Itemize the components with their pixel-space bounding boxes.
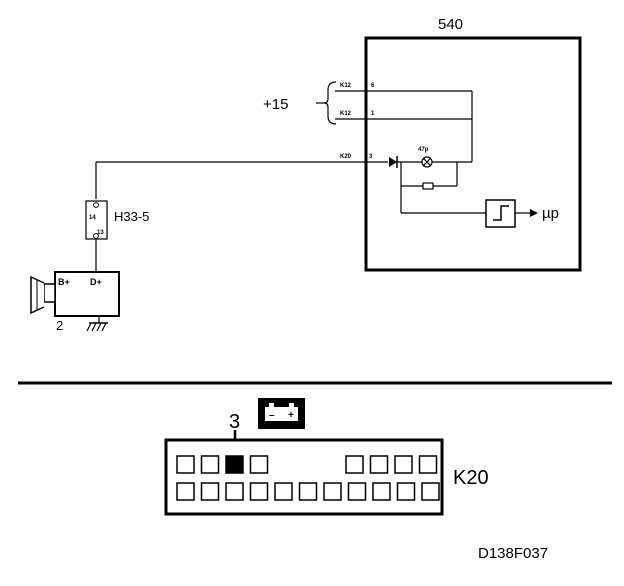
lamp-label: 47p [418,147,429,153]
connector-bottom-pin: 13 [97,230,104,236]
connector-cavity [347,482,367,501]
svg-text:+: + [288,410,294,421]
output-label: µp [542,205,559,222]
connector-cavity [421,482,440,501]
alternator-b-plus: B+ [58,277,70,287]
connector-cavity [345,455,364,474]
connector-cavity [418,455,438,474]
connector-top-pin: 14 [89,215,96,221]
control-module-box [364,36,582,272]
connector-cavity [225,482,244,501]
connector-cavity [274,482,293,501]
output-arrow-icon [530,209,538,217]
ground-icon [86,316,108,332]
resistor-icon [422,182,434,190]
wire-label-k12-a: K12 [340,83,352,89]
connector-h33-5-label: H33-5 [114,209,149,224]
connector-cavity [394,455,413,474]
alternator-label: 2 [56,318,63,333]
pin-label-3: 3 [369,154,373,160]
connector-k20-label: K20 [453,467,489,489]
svg-text:–: – [269,410,275,421]
highlight-pin-label: 3 [229,411,240,433]
pin-label-1: 1 [371,111,375,117]
supply-brace [323,81,337,125]
wire-label-k20: K20 [340,154,352,160]
connector-cavity [249,482,269,501]
connector-cavity [323,482,342,501]
battery-icon: – + [258,398,305,429]
pin-label-6: 6 [371,83,375,89]
connector-cavity-highlighted [225,455,244,474]
schmitt-trigger-icon [493,205,509,221]
connector-cavities [176,455,440,501]
connector-cavity [200,455,220,474]
connector-cavity [372,482,391,501]
pulley-icon [30,275,56,315]
connector-cavity [249,455,269,474]
control-module-label: 540 [438,16,463,33]
connector-top-terminal [93,202,99,208]
connector-cavity [298,482,318,501]
connector-cavity [200,482,220,501]
reference-code: D138F037 [478,545,548,562]
connector-cavity [369,455,389,474]
connector-bottom-terminal [93,233,99,239]
supply-label: +15 [263,96,288,113]
alternator-d-plus: D+ [90,277,102,287]
lamp-cross-b [423,158,431,166]
connector-cavity [396,482,416,501]
connector-cavity [176,455,195,474]
wire-label-k12-b: K12 [340,111,352,117]
diode-icon [389,157,397,167]
connector-k20-body [164,438,444,516]
connector-cavity [176,482,195,501]
